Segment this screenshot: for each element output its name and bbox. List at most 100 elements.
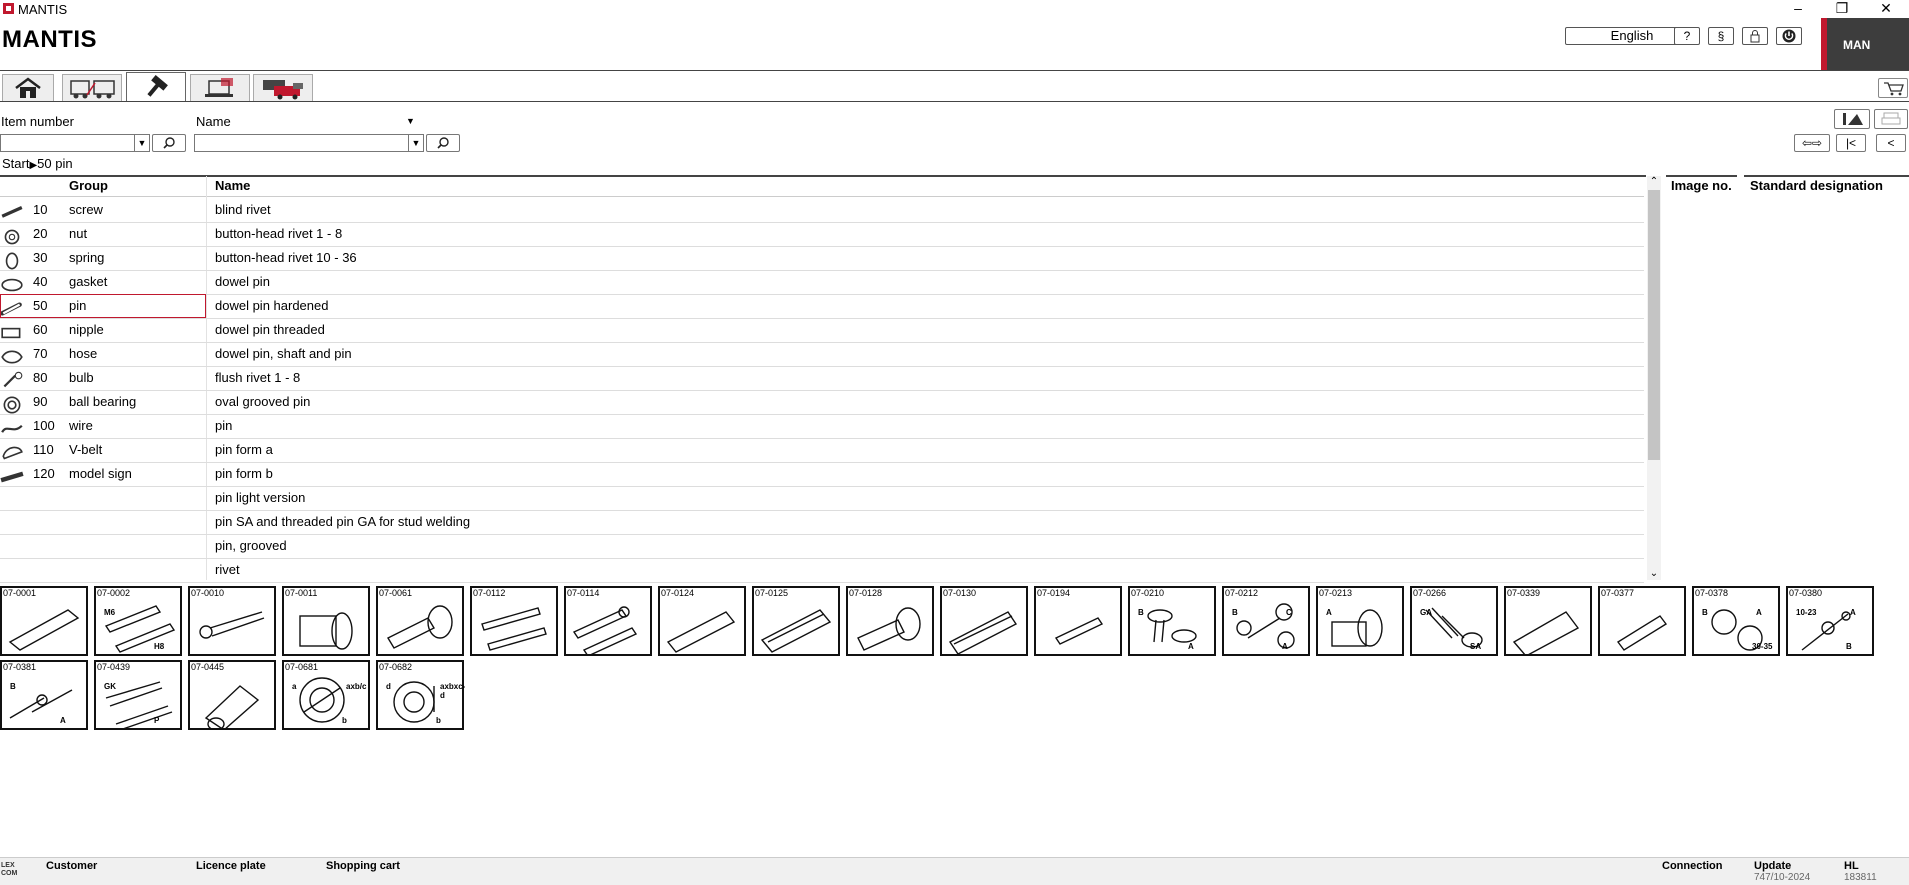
table-row[interactable]: pin SA and threaded pin GA for stud weld…: [0, 510, 1644, 535]
name-label: Name: [196, 114, 231, 129]
part-image-thumbnail[interactable]: 07-0010: [188, 586, 276, 656]
item-number-input[interactable]: ▼: [0, 134, 150, 152]
table-row[interactable]: rivet: [0, 558, 1644, 583]
part-name[interactable]: pin form a: [215, 442, 273, 457]
info-image-icon: [1843, 113, 1863, 125]
table-scrollbar[interactable]: ⌃ ⌄: [1647, 176, 1661, 580]
thumbnail-code: 07-0212: [1225, 588, 1259, 598]
lock-button[interactable]: [1742, 27, 1768, 45]
power-button[interactable]: [1776, 27, 1802, 45]
part-image-thumbnail[interactable]: 07-0125: [752, 586, 840, 656]
name-column-header[interactable]: Name: [215, 178, 251, 193]
tab-home[interactable]: [2, 74, 54, 101]
breadcrumb-start[interactable]: Start: [2, 156, 30, 171]
part-image-thumbnail[interactable]: 07-0124: [658, 586, 746, 656]
chevron-down-icon[interactable]: ▼: [408, 135, 423, 151]
part-image-thumbnail[interactable]: 07-0377: [1598, 586, 1686, 656]
part-image-thumbnail[interactable]: 07-0061: [376, 586, 464, 656]
part-image-thumbnail[interactable]: 07-0194: [1034, 586, 1122, 656]
scroll-up-icon[interactable]: ⌃: [1649, 176, 1659, 187]
standard-designation-column-header[interactable]: Standard designation: [1750, 178, 1883, 193]
scrollbar-thumb[interactable]: [1648, 190, 1660, 460]
part-image-thumbnail[interactable]: 07-0011: [282, 586, 370, 656]
part-name[interactable]: pin form b: [215, 466, 273, 481]
restore-button[interactable]: ❐: [1835, 0, 1849, 16]
print-button[interactable]: [1874, 109, 1908, 129]
table-row[interactable]: pin light version: [0, 486, 1644, 511]
tab-workshop[interactable]: [190, 74, 250, 101]
first-page-button[interactable]: |<: [1836, 134, 1866, 152]
previous-button[interactable]: <: [1876, 134, 1906, 152]
part-name[interactable]: button-head rivet 1 - 8: [215, 226, 343, 241]
part-image-thumbnail[interactable]: 07-0001: [0, 586, 88, 656]
name-search-button[interactable]: [426, 134, 460, 152]
part-name[interactable]: pin light version: [215, 490, 306, 505]
legal-button[interactable]: §: [1708, 27, 1734, 45]
name-input[interactable]: ▼: [194, 134, 424, 152]
part-name[interactable]: dowel pin, shaft and pin: [215, 346, 352, 361]
part-name[interactable]: rivet: [215, 562, 240, 577]
tab-fleet[interactable]: [253, 74, 313, 101]
part-name[interactable]: pin SA and threaded pin GA for stud weld…: [215, 514, 471, 529]
part-image-thumbnail[interactable]: 07-0445: [188, 660, 276, 730]
part-name[interactable]: dowel pin hardened: [215, 298, 329, 313]
help-button[interactable]: ?: [1674, 27, 1700, 45]
part-image-thumbnail[interactable]: 07-0112: [470, 586, 558, 656]
part-image-thumbnail[interactable]: 07-0130: [940, 586, 1028, 656]
thumbnail-label: B: [10, 682, 16, 691]
part-drawing-icon: [1054, 617, 1104, 645]
tab-tools[interactable]: [126, 72, 186, 101]
group-column-header[interactable]: Group: [69, 178, 108, 193]
tab-vehicles[interactable]: [62, 74, 122, 101]
part-image-thumbnail[interactable]: 07-0339: [1504, 586, 1592, 656]
scroll-down-icon[interactable]: ⌄: [1649, 568, 1659, 579]
info-button[interactable]: [1834, 109, 1870, 129]
item-number-search-button[interactable]: [152, 134, 186, 152]
group-name: nipple: [69, 322, 104, 337]
group-number: 40: [33, 274, 48, 289]
part-image-thumbnail[interactable]: 07-0114: [564, 586, 652, 656]
language-select[interactable]: English: [1565, 27, 1699, 45]
part-name[interactable]: dowel pin: [215, 274, 270, 289]
part-name[interactable]: pin, grooved: [215, 538, 287, 553]
close-button[interactable]: ✕: [1880, 0, 1892, 16]
part-name[interactable]: flush rivet 1 - 8: [215, 370, 301, 385]
part-name[interactable]: blind rivet: [215, 202, 271, 217]
image-no-column-header[interactable]: Image no.: [1671, 178, 1732, 193]
minimize-button[interactable]: –: [1794, 0, 1802, 16]
back-forward-button[interactable]: ⇦⇨: [1794, 134, 1830, 152]
part-name[interactable]: oval grooved pin: [215, 394, 311, 409]
update-value: 747/10-2024: [1754, 872, 1811, 883]
part-name[interactable]: dowel pin threaded: [215, 322, 325, 337]
part-name[interactable]: button-head rivet 10 - 36: [215, 250, 357, 265]
chevron-down-icon[interactable]: ▼: [134, 135, 149, 151]
part-image-thumbnail[interactable]: 07-0128: [846, 586, 934, 656]
cart-button[interactable]: [1878, 78, 1908, 98]
part-name[interactable]: pin: [215, 418, 233, 433]
table-row[interactable]: pin, grooved: [0, 534, 1644, 559]
name-sort-dropdown-icon[interactable]: ▼: [406, 116, 415, 126]
